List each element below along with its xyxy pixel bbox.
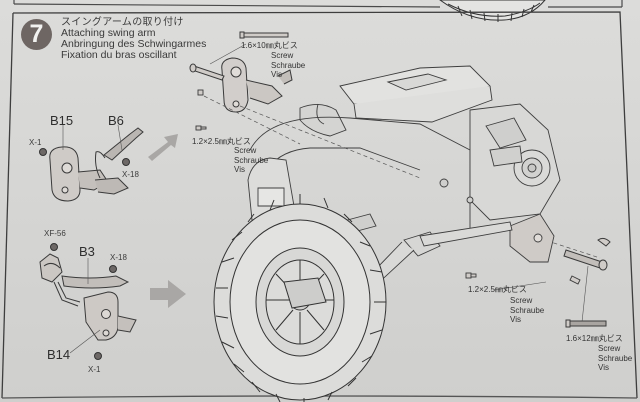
- screw-name-en: Screw: [271, 51, 294, 60]
- step-number-badge: 7: [21, 19, 52, 50]
- screw-names-1-2x2-5-lower: Screw Schraube Vis: [510, 296, 544, 325]
- screw-name-de: Schraube: [510, 305, 545, 315]
- step-title-block: スイングアームの取り付け Attaching swing arm Anbring…: [61, 17, 206, 61]
- screw-name-de: Schraube: [234, 155, 269, 165]
- pivot-assembly-art: [221, 57, 293, 113]
- screw-leader-lines: [209, 43, 589, 323]
- screw-size-1-2x2-5-lower: 1.2×2.5㎜丸ビス: [468, 285, 527, 294]
- screw-size-1-6x10: 1.6×10㎜丸ビス: [241, 41, 298, 50]
- screw-names-1-2x2-5-upper: Screw Schraube Vis: [234, 146, 268, 175]
- part-label-b6: B6: [108, 113, 124, 128]
- subassembly-upper-art: [39, 127, 144, 202]
- part-leaders-upper: [62, 124, 123, 151]
- screw-name-en: Screw: [510, 296, 533, 305]
- screw-name-fr: Vis: [598, 363, 609, 372]
- screw-name-de: Schraube: [271, 60, 306, 70]
- screw-size-1-2x2-5-upper: 1.2×2.5㎜丸ビス: [192, 137, 251, 146]
- screw-name-en: Screw: [598, 344, 621, 353]
- previous-step-tire: [439, 0, 546, 22]
- screw-names-1-6x12: Screw Schraube Vis: [598, 344, 632, 373]
- screw-1-2x2-5-upper-art: [195, 89, 207, 131]
- direction-arrows: [148, 134, 186, 308]
- step-title-fr: Fixation du bras oscillant: [61, 49, 177, 61]
- arrow-lower: [150, 280, 186, 308]
- step-title-jp: スイングアームの取り付け: [61, 17, 184, 28]
- arrow-upper: [148, 134, 178, 161]
- screw-1-6x10-art: [189, 31, 289, 81]
- subassembly-lower-art: [39, 243, 137, 360]
- step-title-en: Attaching swing arm: [61, 27, 156, 39]
- fastener-label-xf56: XF-56: [44, 229, 66, 238]
- part-leaders-lower: [69, 258, 101, 354]
- rear-wheel-art: [213, 194, 387, 402]
- screw-name-fr: Vis: [510, 315, 521, 324]
- screw-name-fr: Vis: [271, 70, 282, 79]
- previous-step-frame: [13, 0, 623, 8]
- fastener-label-x1-upper: X-1: [29, 138, 42, 147]
- screw-name-en: Screw: [234, 146, 257, 155]
- motorcycle-frame-art: [247, 65, 561, 301]
- part-label-b14: B14: [47, 347, 71, 362]
- screw-1-6x12-art: [563, 237, 611, 328]
- fastener-label-x18-lower: X-18: [110, 253, 127, 262]
- screw-names-1-6x10: Screw Schraube Vis: [271, 51, 305, 80]
- part-label-b3: B3: [79, 244, 95, 259]
- part-label-b15: B15: [50, 113, 74, 128]
- screw-1-2x2-5-lower-art: [465, 272, 581, 285]
- fastener-label-x18-upper: X-18: [122, 170, 139, 179]
- step-title-de: Anbringung des Schwingarmes: [61, 38, 207, 50]
- screw-name-fr: Vis: [234, 165, 245, 174]
- fastener-label-x1-lower: X-1: [88, 365, 101, 374]
- screw-size-1-6x12: 1.6×12㎜丸ビス: [566, 334, 623, 343]
- screw-name-de: Schraube: [598, 353, 633, 363]
